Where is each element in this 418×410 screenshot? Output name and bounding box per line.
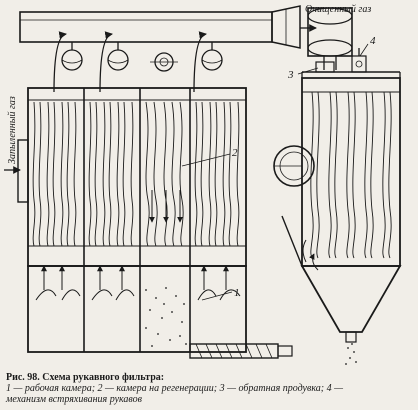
- hopper-curve-arrows: [35, 289, 241, 301]
- clean-gas-header-duct: [19, 11, 273, 43]
- filter-bags: [32, 101, 240, 247]
- hopper-section: [27, 265, 247, 353]
- back-blow-device: [315, 61, 335, 73]
- clean-gas-outlet-nozzle: [271, 5, 301, 49]
- callout-4-label: 4: [370, 35, 376, 47]
- callout-2-label: 2: [232, 147, 238, 159]
- valve-1: [61, 42, 83, 71]
- callout-1-label: 1: [234, 287, 240, 299]
- clean-gas-label: Очищенный газ: [305, 4, 371, 15]
- side-curved-flow: [302, 239, 307, 263]
- caption-legend-line-1: 1 — рабочая камера; 2 — камера на регене…: [6, 383, 343, 394]
- callout-3-leader: [297, 67, 319, 75]
- header-flow-arrows: [53, 31, 207, 93]
- callout-4-leader: [359, 43, 369, 57]
- bag-filter-diagram: Очищенный газ Запыленный газ 1 2 3 4: [4, 4, 402, 365]
- caption-title: Рис. 98. Схема рукавного фильтра:: [6, 372, 165, 383]
- dusty-gas-inlet-nozzle: [17, 139, 29, 203]
- callout-3-label: 3: [287, 69, 294, 81]
- side-inlet-duct: [273, 145, 315, 187]
- fan-housing: [307, 7, 353, 57]
- valve-3: [150, 52, 178, 72]
- valve-4: [201, 42, 223, 71]
- callout-2-leader: [181, 153, 231, 167]
- front-view: [4, 5, 317, 359]
- screw-conveyor: [189, 343, 293, 359]
- regeneration-down-arrows: [149, 190, 183, 223]
- falling-dust: [345, 343, 357, 365]
- side-filter-bags: [310, 91, 392, 259]
- valve-2: [107, 42, 129, 71]
- dusty-gas-label: Запыленный газ: [7, 96, 18, 164]
- side-view: [273, 7, 402, 365]
- figure-caption: Рис. 98. Схема рукавного фильтра: 1 — ра…: [6, 372, 414, 405]
- dust-fill: [145, 287, 187, 347]
- caption-legend-line-2: механизм встряхивания рукавов: [6, 394, 142, 405]
- side-hopper-cone: [300, 265, 402, 333]
- callout-1-leader: [201, 291, 233, 301]
- upward-flow-arrows: [41, 265, 229, 290]
- chamber-housing: [27, 87, 247, 267]
- shaking-mechanism: [351, 48, 367, 73]
